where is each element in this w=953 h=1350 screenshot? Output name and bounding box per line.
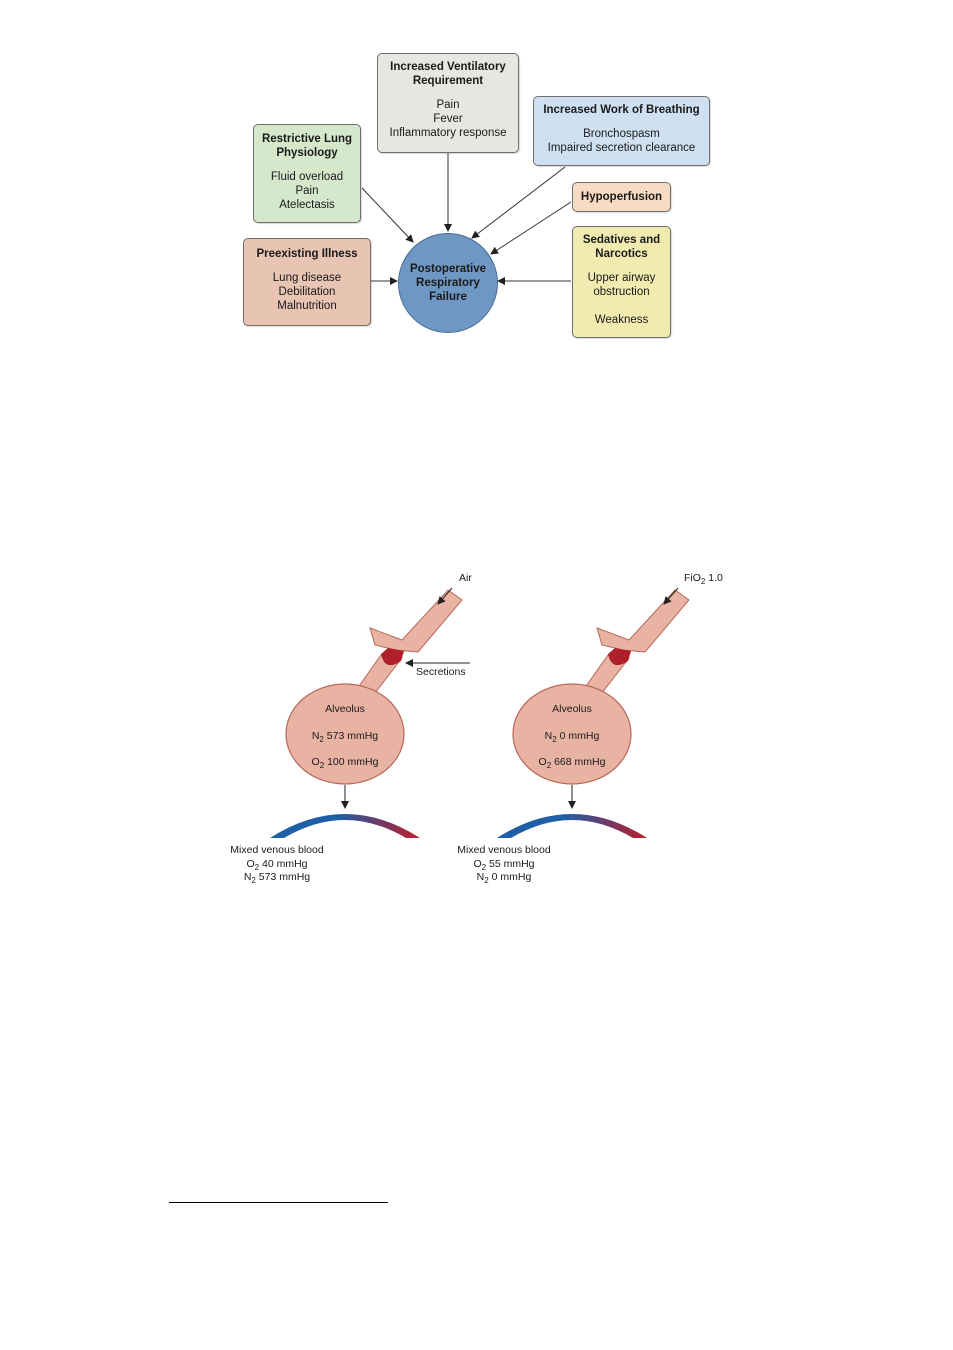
- box-item: Atelectasis: [279, 199, 335, 211]
- alveolus-label-right: Alveolus: [552, 703, 592, 715]
- blood-n2-right: N2 0 mmHg: [477, 871, 532, 885]
- blood-vessel-right: [497, 814, 647, 838]
- inlet-label-right: FiO2 1.0: [684, 572, 723, 586]
- box-title: Narcotics: [595, 248, 648, 260]
- box-title: Hypoperfusion: [580, 191, 663, 203]
- air-inlet-arrow: [437, 587, 453, 605]
- box-title: Preexisting Illness: [256, 248, 358, 260]
- box-title: Restrictive Lung: [261, 133, 353, 145]
- fio2-inlet-arrow: [663, 587, 679, 605]
- bronchus-right: [596, 589, 690, 653]
- box-item: Malnutrition: [277, 300, 337, 312]
- blood-label-left: Mixed venous blood: [230, 844, 324, 856]
- box-title: Physiology: [276, 147, 338, 159]
- box-increased-work-of-breathing: Increased Work of Breathing Bronchospasm…: [533, 96, 710, 166]
- box-item: Bronchospasm: [583, 128, 660, 140]
- box-restrictive-lung-physiology: Restrictive Lung Physiology Fluid overlo…: [253, 124, 361, 223]
- center-postoperative-respiratory-failure: Postoperative Respiratory Failure: [398, 233, 498, 333]
- box-item: Pain: [436, 99, 460, 111]
- box-item: Upper airway: [587, 272, 656, 284]
- alveolus-n2-right: N2 0 mmHg: [545, 730, 600, 744]
- box-title: Increased Work of Breathing: [543, 104, 700, 116]
- box-increased-ventilatory-requirement: Increased Ventilatory Requirement Pain F…: [377, 53, 519, 153]
- blood-o2-right: O2 55 mmHg: [473, 858, 534, 872]
- arrow-work: [471, 166, 566, 239]
- plug-right: [608, 648, 631, 666]
- box-item: Pain: [295, 185, 319, 197]
- box-item: Fluid overload: [270, 171, 344, 183]
- box-sedatives-and-narcotics: Sedatives and Narcotics Upper airway obs…: [572, 226, 671, 338]
- blood-n2-left: N2 573 mmHg: [244, 871, 310, 885]
- alveolus-n2-left: N2 573 mmHg: [312, 730, 378, 744]
- inlet-label-left: Air: [459, 572, 472, 584]
- footnote-rule: [169, 1202, 388, 1203]
- box-item: Lung disease: [272, 272, 342, 284]
- arrow-hypoperfusion: [490, 201, 572, 255]
- arrow-restrictive: [361, 187, 414, 243]
- center-label: Postoperative: [409, 263, 487, 275]
- box-preexisting-illness: Preexisting Illness Lung disease Debilit…: [243, 238, 371, 326]
- box-item: Impaired secretion clearance: [547, 142, 696, 154]
- alveolus-o2-left: O2 100 mmHg: [312, 756, 379, 770]
- box-item: Weakness: [594, 314, 649, 326]
- center-label: Failure: [429, 291, 467, 303]
- box-item: Debilitation: [278, 286, 336, 298]
- box-title: Increased Ventilatory: [390, 61, 506, 73]
- box-item: Fever: [433, 113, 463, 125]
- alveolus-label-left: Alveolus: [325, 703, 365, 715]
- center-label: Respiratory: [416, 277, 480, 289]
- box-title: Sedatives and: [582, 234, 661, 246]
- diagram1-arrows: [361, 153, 572, 285]
- secretion-plug-left: [381, 648, 404, 666]
- blood-label-right: Mixed venous blood: [457, 844, 551, 856]
- alveolus-o2-right: O2 668 mmHg: [539, 756, 606, 770]
- alveolus-right-group: FiO2 1.0 Alveolus N2 0 mmHg O2 668 mmHg …: [457, 572, 723, 885]
- secretions-label: Secretions: [416, 666, 466, 678]
- box-item: Inflammatory response: [389, 127, 507, 139]
- blood-vessel-left: [270, 814, 420, 838]
- box-hypoperfusion: Hypoperfusion: [572, 182, 671, 212]
- alveolus-right: [512, 683, 632, 785]
- box-item: obstruction: [593, 286, 650, 298]
- box-title: Requirement: [412, 75, 484, 87]
- blood-o2-left: O2 40 mmHg: [246, 858, 307, 872]
- alveolus-left-group: Air Secretions Alveolus N2 573 mmHg O2 1…: [230, 572, 472, 885]
- bronchus-left: [369, 589, 463, 653]
- alveolus-left: [285, 683, 405, 785]
